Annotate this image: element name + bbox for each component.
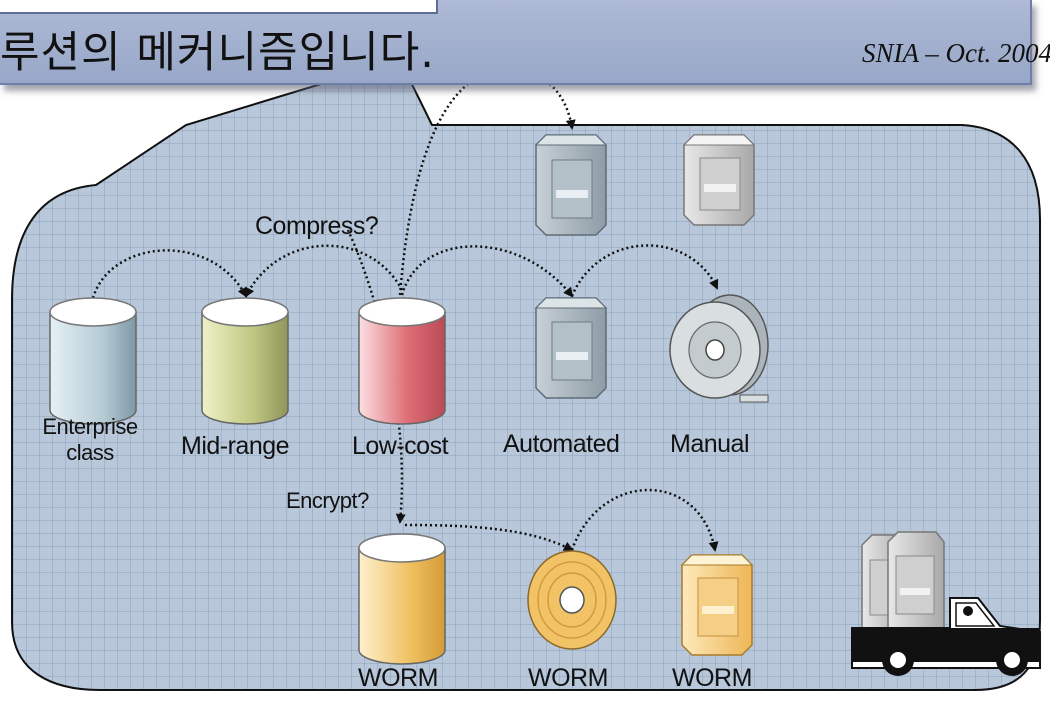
automated-tape-library-icon [534,297,608,399]
source-credit: SNIA – Oct. 2004 [862,38,1050,68]
mid-range-label: Mid-range [181,432,290,460]
compress-question-label: Compress? [255,212,379,240]
banner-inset [0,0,438,14]
low-cost-label: Low-cost [352,432,449,460]
offsite-truck-icon [851,531,1041,676]
low-cost-disk-icon [358,297,446,425]
worm-cartridge-icon [680,554,754,656]
worm-disk-label: WORM [358,664,438,692]
enterprise-label-line2: class [66,440,114,465]
title-banner: 루션의 메커니즘입니다. SNIA – Oct. 2004 [0,0,1050,85]
automated-label: Automated [503,430,620,458]
manual-tape-reel-icon [669,294,769,403]
worm-disk-icon [358,533,446,665]
tape-library-top-icon [534,134,608,236]
encrypt-question-label: Encrypt? [286,488,369,513]
callout-panel [11,58,1041,691]
mid-range-disk-icon [201,297,289,425]
enterprise-class-label: Enterprise class [28,414,152,466]
slide-title: 루션의 메커니즘입니다. [0,28,435,78]
worm-optical-label: WORM [528,664,608,692]
enterprise-label-line1: Enterprise [42,414,138,439]
worm-cartridge-label: WORM [672,664,752,692]
worm-optical-disc-icon [527,550,617,650]
manual-label: Manual [670,430,750,458]
enterprise-disk-icon [49,297,137,425]
tape-library-gray-icon [682,134,756,226]
